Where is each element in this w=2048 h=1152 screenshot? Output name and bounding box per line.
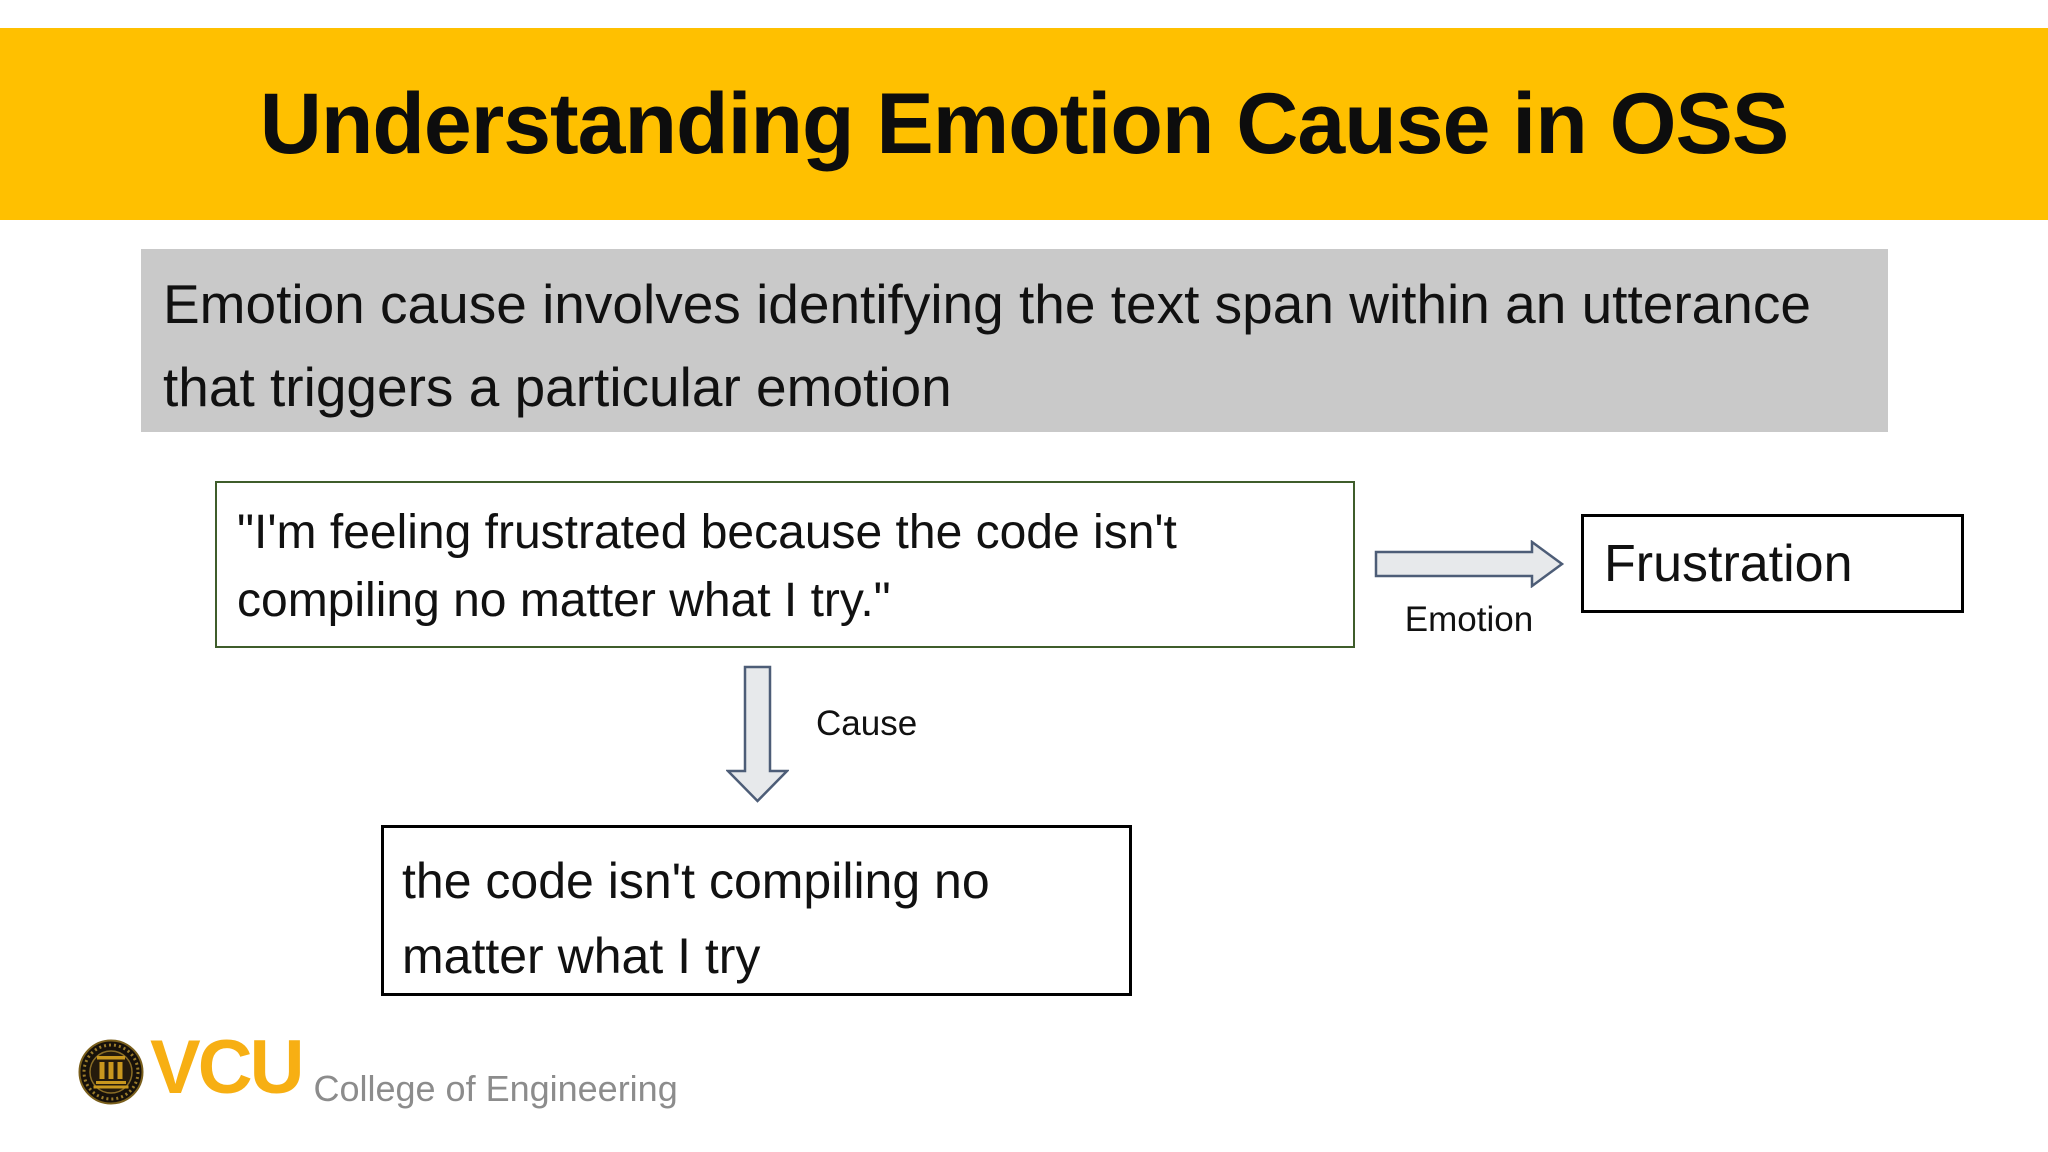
definition-box: Emotion cause involves identifying the t… — [141, 249, 1888, 432]
utterance-text: "I'm feeling frustrated because the code… — [237, 506, 1177, 628]
vcu-seal-icon — [78, 1039, 144, 1105]
utterance-box: "I'm feeling frustrated because the code… — [215, 481, 1355, 648]
emotion-result-box: Frustration — [1581, 514, 1964, 613]
cause-arrow-label: Cause — [816, 704, 918, 743]
college-of-engineering-text: College of Engineering — [313, 1068, 678, 1109]
vcu-logo: VCU College of Engineering — [78, 1030, 678, 1120]
vcu-logo-text: VCU — [150, 1025, 304, 1110]
cause-span-box: the code isn't compiling no matter what … — [381, 825, 1132, 996]
definition-text: Emotion cause involves identifying the t… — [163, 273, 1811, 418]
slide-title: Understanding Emotion Cause in OSS — [259, 75, 1789, 172]
title-banner: Understanding Emotion Cause in OSS — [0, 28, 2048, 220]
cause-arrow-icon — [726, 665, 789, 803]
cause-span-text: the code isn't compiling no matter what … — [402, 853, 990, 984]
emotion-arrow-icon — [1374, 540, 1565, 588]
emotion-arrow-label: Emotion — [1404, 600, 1534, 639]
emotion-result-text: Frustration — [1604, 534, 1853, 593]
